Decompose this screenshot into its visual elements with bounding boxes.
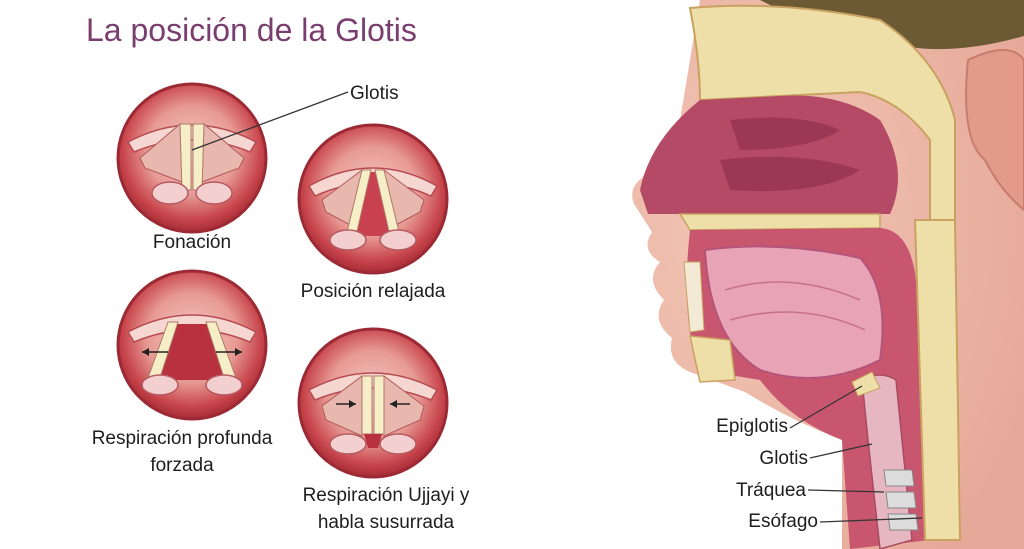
glottis-circle-fonacion xyxy=(116,82,268,234)
label-glotis-anatomy: Glotis xyxy=(759,448,808,469)
diagram-title: La posición de la Glotis xyxy=(86,12,417,48)
esofago-pointer-line xyxy=(819,517,923,523)
glottis-circle-ujjayi xyxy=(297,327,449,479)
epiglotis-pointer-line xyxy=(789,385,863,429)
label-respiracion-profunda-line1: Respiración profunda xyxy=(91,428,273,449)
glotis-pointer-line xyxy=(191,91,349,151)
label-glotis: Glotis xyxy=(350,83,399,104)
glottis-circle-relajada xyxy=(297,123,449,275)
label-respiracion-ujjayi-line2: habla susurrada xyxy=(317,512,455,533)
label-fonacion: Fonación xyxy=(152,232,232,253)
traquea-pointer-line xyxy=(807,489,885,493)
label-epiglotis: Epiglotis xyxy=(716,416,788,437)
glotis-anatomy-pointer-line xyxy=(809,443,873,459)
head-cross-section xyxy=(632,0,1024,549)
label-respiracion-profunda-line2: forzada xyxy=(150,455,214,476)
label-respiracion-ujjayi-line1: Respiración Ujjayi y xyxy=(302,485,470,506)
label-respiracion-profunda: Respiración profunda forzada xyxy=(72,425,292,479)
label-traquea: Tráquea xyxy=(735,480,806,501)
label-esofago: Esófago xyxy=(748,511,818,532)
glottis-circle-profunda xyxy=(116,269,268,421)
label-respiracion-ujjayi: Respiración Ujjayi y habla susurrada xyxy=(280,482,492,536)
label-posicion-relajada: Posición relajada xyxy=(300,281,446,302)
